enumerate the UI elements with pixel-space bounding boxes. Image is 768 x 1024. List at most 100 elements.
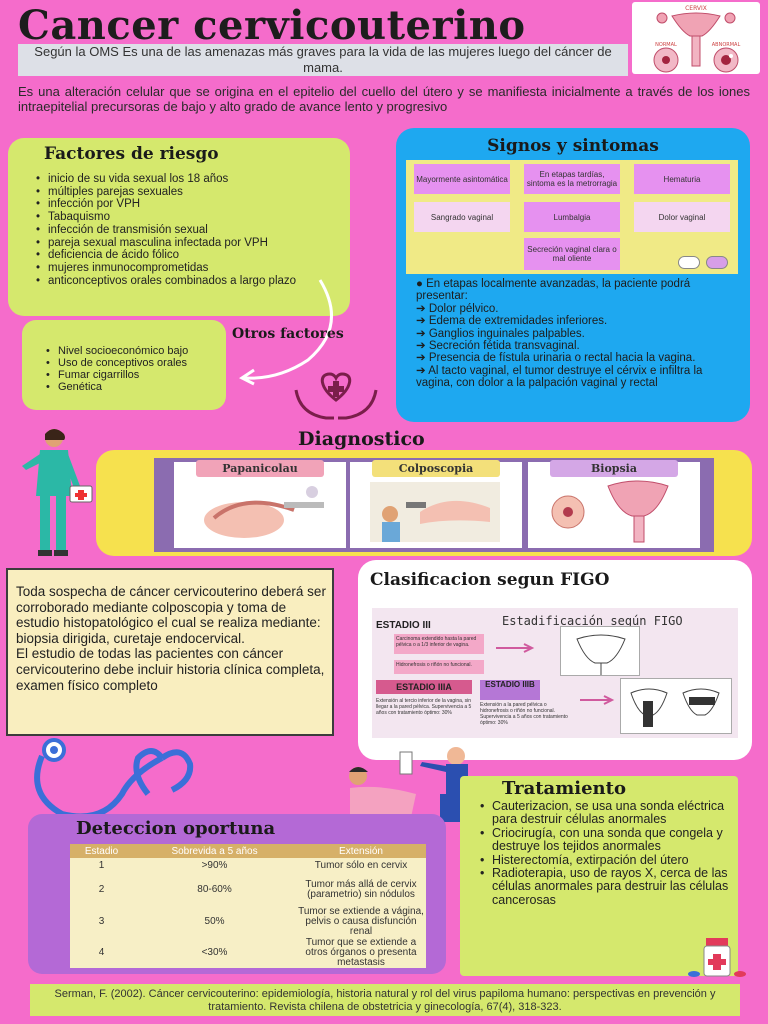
figo-title: Clasificacion segun FIGO xyxy=(370,570,610,590)
symptom-line: ➔ Presencia de fístula urinaria o rectal… xyxy=(416,352,696,365)
treatment-list: Cauterizacion, se usa una sonda eléctric… xyxy=(478,799,730,907)
curved-arrow-icon xyxy=(239,279,334,386)
suspicion-textbox: Toda sospecha de cáncer cervicouterino d… xyxy=(6,568,334,736)
table-cell: <30% xyxy=(201,947,228,958)
biopsy-label: Biopsia xyxy=(550,460,678,477)
table-cell: Tumor sólo en cervix xyxy=(314,860,408,871)
stethoscope-icon xyxy=(34,738,194,820)
stage-3-box-1: Carcinoma extendido hasta la pared pélvi… xyxy=(394,634,484,654)
list-item: inicio de su vida sexual los 18 años xyxy=(34,173,334,186)
diagnosis-title: Diagnostico xyxy=(298,428,425,450)
suspicion-text: Toda sospecha de cáncer cervicouterino d… xyxy=(16,584,326,693)
list-item: deficiencia de ácido fólico xyxy=(34,249,334,262)
list-item: Genética xyxy=(44,381,188,393)
nurse-illustration-icon xyxy=(22,429,93,556)
risk-factors-list: inicio de su vida sexual los 18 años múl… xyxy=(34,173,334,287)
symptom-line: ➔ Secreción fétida transvaginal. xyxy=(416,340,580,353)
symptoms-panel: Signos y sintomas Mayormente asintomátic… xyxy=(396,128,750,422)
diagnosis-panel: Papanicolau Colposcopia Biopsia xyxy=(96,450,752,556)
symptom-line: ➔ Ganglios inguinales palpables. xyxy=(416,327,585,340)
figo-staging-figure: Estadificación según FIGO ESTADIO III Ca… xyxy=(372,608,738,738)
symptom-line: ➔ Al tacto vaginal, el tumor destruye el… xyxy=(416,364,703,390)
list-item: Nivel socioeconómico bajo xyxy=(44,345,188,357)
table-cell: Tumor que se extiende a otros órganos o … xyxy=(305,937,417,968)
symptom-cell: Sangrado vaginal xyxy=(414,202,510,232)
stage-3b-text: Extensión a la pared pélvica o hidronefr… xyxy=(480,702,568,726)
list-item: múltiples parejas sexuales xyxy=(34,186,334,199)
figo-panel: Clasificacion segun FIGO Estadificación … xyxy=(358,560,752,760)
other-factors-panel: Nivel socioeconómico bajo Uso de concept… xyxy=(22,320,226,410)
symptom-cell: Hematuria xyxy=(634,164,730,194)
table-header: Extensión xyxy=(296,844,426,858)
symptom-line: ● En etapas localmente avanzadas, la pac… xyxy=(416,278,691,303)
page-title: Cancer cervicouterino xyxy=(18,2,526,49)
risk-factors-title: Factores de riesgo xyxy=(44,144,219,164)
table-header: Estadio xyxy=(70,844,134,858)
table-cell: 3 xyxy=(98,916,105,927)
stage-3-label: ESTADIO III xyxy=(376,620,431,631)
list-item: mujeres inmunocomprometidas xyxy=(34,262,334,275)
risk-factors-panel: Factores de riesgo inicio de su vida sex… xyxy=(8,138,350,316)
list-item: infección por VPH xyxy=(34,198,334,211)
table-row: 1 >90% Tumor sólo en cervix xyxy=(70,858,426,874)
table-header: Sobrevida a 5 años xyxy=(133,844,296,858)
symptom-cell: Dolor vaginal xyxy=(634,202,730,232)
list-item: Fumar cigarrillos xyxy=(44,369,188,381)
intro-paragraph: Es una alteración celular que se origina… xyxy=(18,84,750,114)
table-cell: 50% xyxy=(204,916,225,927)
arrow-right-icon xyxy=(580,695,615,705)
stage-3-diagram xyxy=(560,626,640,676)
stage-3a-label: ESTADIO IIIA xyxy=(376,680,472,694)
list-item: Criocirugía, con una sonda que congela y… xyxy=(478,826,730,854)
list-item: Tabaquismo xyxy=(34,211,334,224)
early-detection-title: Deteccion oportuna xyxy=(76,818,276,839)
other-factors-title: Otros factores xyxy=(232,326,344,342)
symptom-cell: Mayormente asintomática xyxy=(414,164,510,194)
symptom-cell: Lumbalgia xyxy=(524,202,620,232)
figo-subtitle: Estadificación según FIGO xyxy=(502,614,683,628)
diagnosis-cards: Papanicolau Colposcopia Biopsia xyxy=(154,458,714,552)
biopsy-illustration-icon xyxy=(551,480,669,543)
stage-3ab-diagram xyxy=(620,678,732,734)
list-item: pareja sexual masculina infectada por VP… xyxy=(34,237,334,250)
table-cell: 1 xyxy=(98,860,105,871)
symptoms-title: Signos y sintomas xyxy=(487,136,659,156)
table-row: 2 80-60% Tumor más allá de cervix (param… xyxy=(70,874,426,906)
list-item: Radioterapia, uso de rayos X, cerca de l… xyxy=(478,866,730,907)
table-cell: Tumor más allá de cervix (parametrio) si… xyxy=(305,879,417,900)
list-item: Uso de conceptivos orales xyxy=(44,357,188,369)
pap-label: Papanicolau xyxy=(196,460,324,477)
abnormal-label: ABNORMAL xyxy=(712,42,741,48)
colposcopy-card: Colposcopia xyxy=(350,460,522,548)
symptoms-advanced-text: ● En etapas localmente avanzadas, la pac… xyxy=(416,278,736,390)
other-factors-list: Nivel socioeconómico bajo Uso de concept… xyxy=(44,345,188,393)
list-item: infección de transmisión sexual xyxy=(34,224,334,237)
oval-purple-shape xyxy=(706,256,728,269)
symptom-cell: Secreción vaginal clara o mal oliente xyxy=(524,238,620,270)
doctor-patient-illustration-icon xyxy=(349,747,470,822)
cervix-figure-title: CERVIX xyxy=(685,5,707,12)
medicine-jar-icon xyxy=(688,938,746,977)
normal-label: NORMAL xyxy=(655,42,677,48)
cervix-icon: CERVIX NORMAL ABNORMAL xyxy=(653,5,741,73)
stage-3-box-2: Hidronefrosis o riñón no funcional. xyxy=(394,660,484,674)
arrow-right-icon xyxy=(496,643,535,653)
list-item: anticonceptivos orales combinados a larg… xyxy=(34,275,334,288)
oval-white-shape xyxy=(678,256,700,269)
list-item: Cauterizacion, se usa una sonda eléctric… xyxy=(478,799,730,827)
early-detection-panel: Deteccion oportuna Estadio Sobrevida a 5… xyxy=(28,814,446,974)
symptoms-grid: Mayormente asintomática En etapas tardía… xyxy=(406,160,738,274)
table-cell: 2 xyxy=(98,884,105,895)
table-cell: Tumor se extiende a vágina, pelvis o cau… xyxy=(298,906,424,937)
treatment-title: Tratamiento xyxy=(502,778,626,799)
symptom-line: ➔ Dolor pélvico. xyxy=(416,302,499,315)
pap-illustration-icon xyxy=(204,486,324,538)
cervix-illustration: CERVIX NORMAL ABNORMAL xyxy=(632,2,760,74)
citation: Serman, F. (2002). Cáncer cervicouterino… xyxy=(30,984,740,1016)
stage-3b-label: ESTADIO IIIB xyxy=(480,680,540,700)
table-cell: 4 xyxy=(98,947,105,958)
symptom-cell: En etapas tardías, sintoma es la metrorr… xyxy=(524,164,620,194)
stage-3a-text: Extensión al tercio inferior de la vagin… xyxy=(376,698,472,716)
survival-table: Estadio Sobrevida a 5 años Extensión 1 >… xyxy=(70,844,426,968)
symptom-line: ➔ Edema de extremidades inferiores. xyxy=(416,315,608,328)
